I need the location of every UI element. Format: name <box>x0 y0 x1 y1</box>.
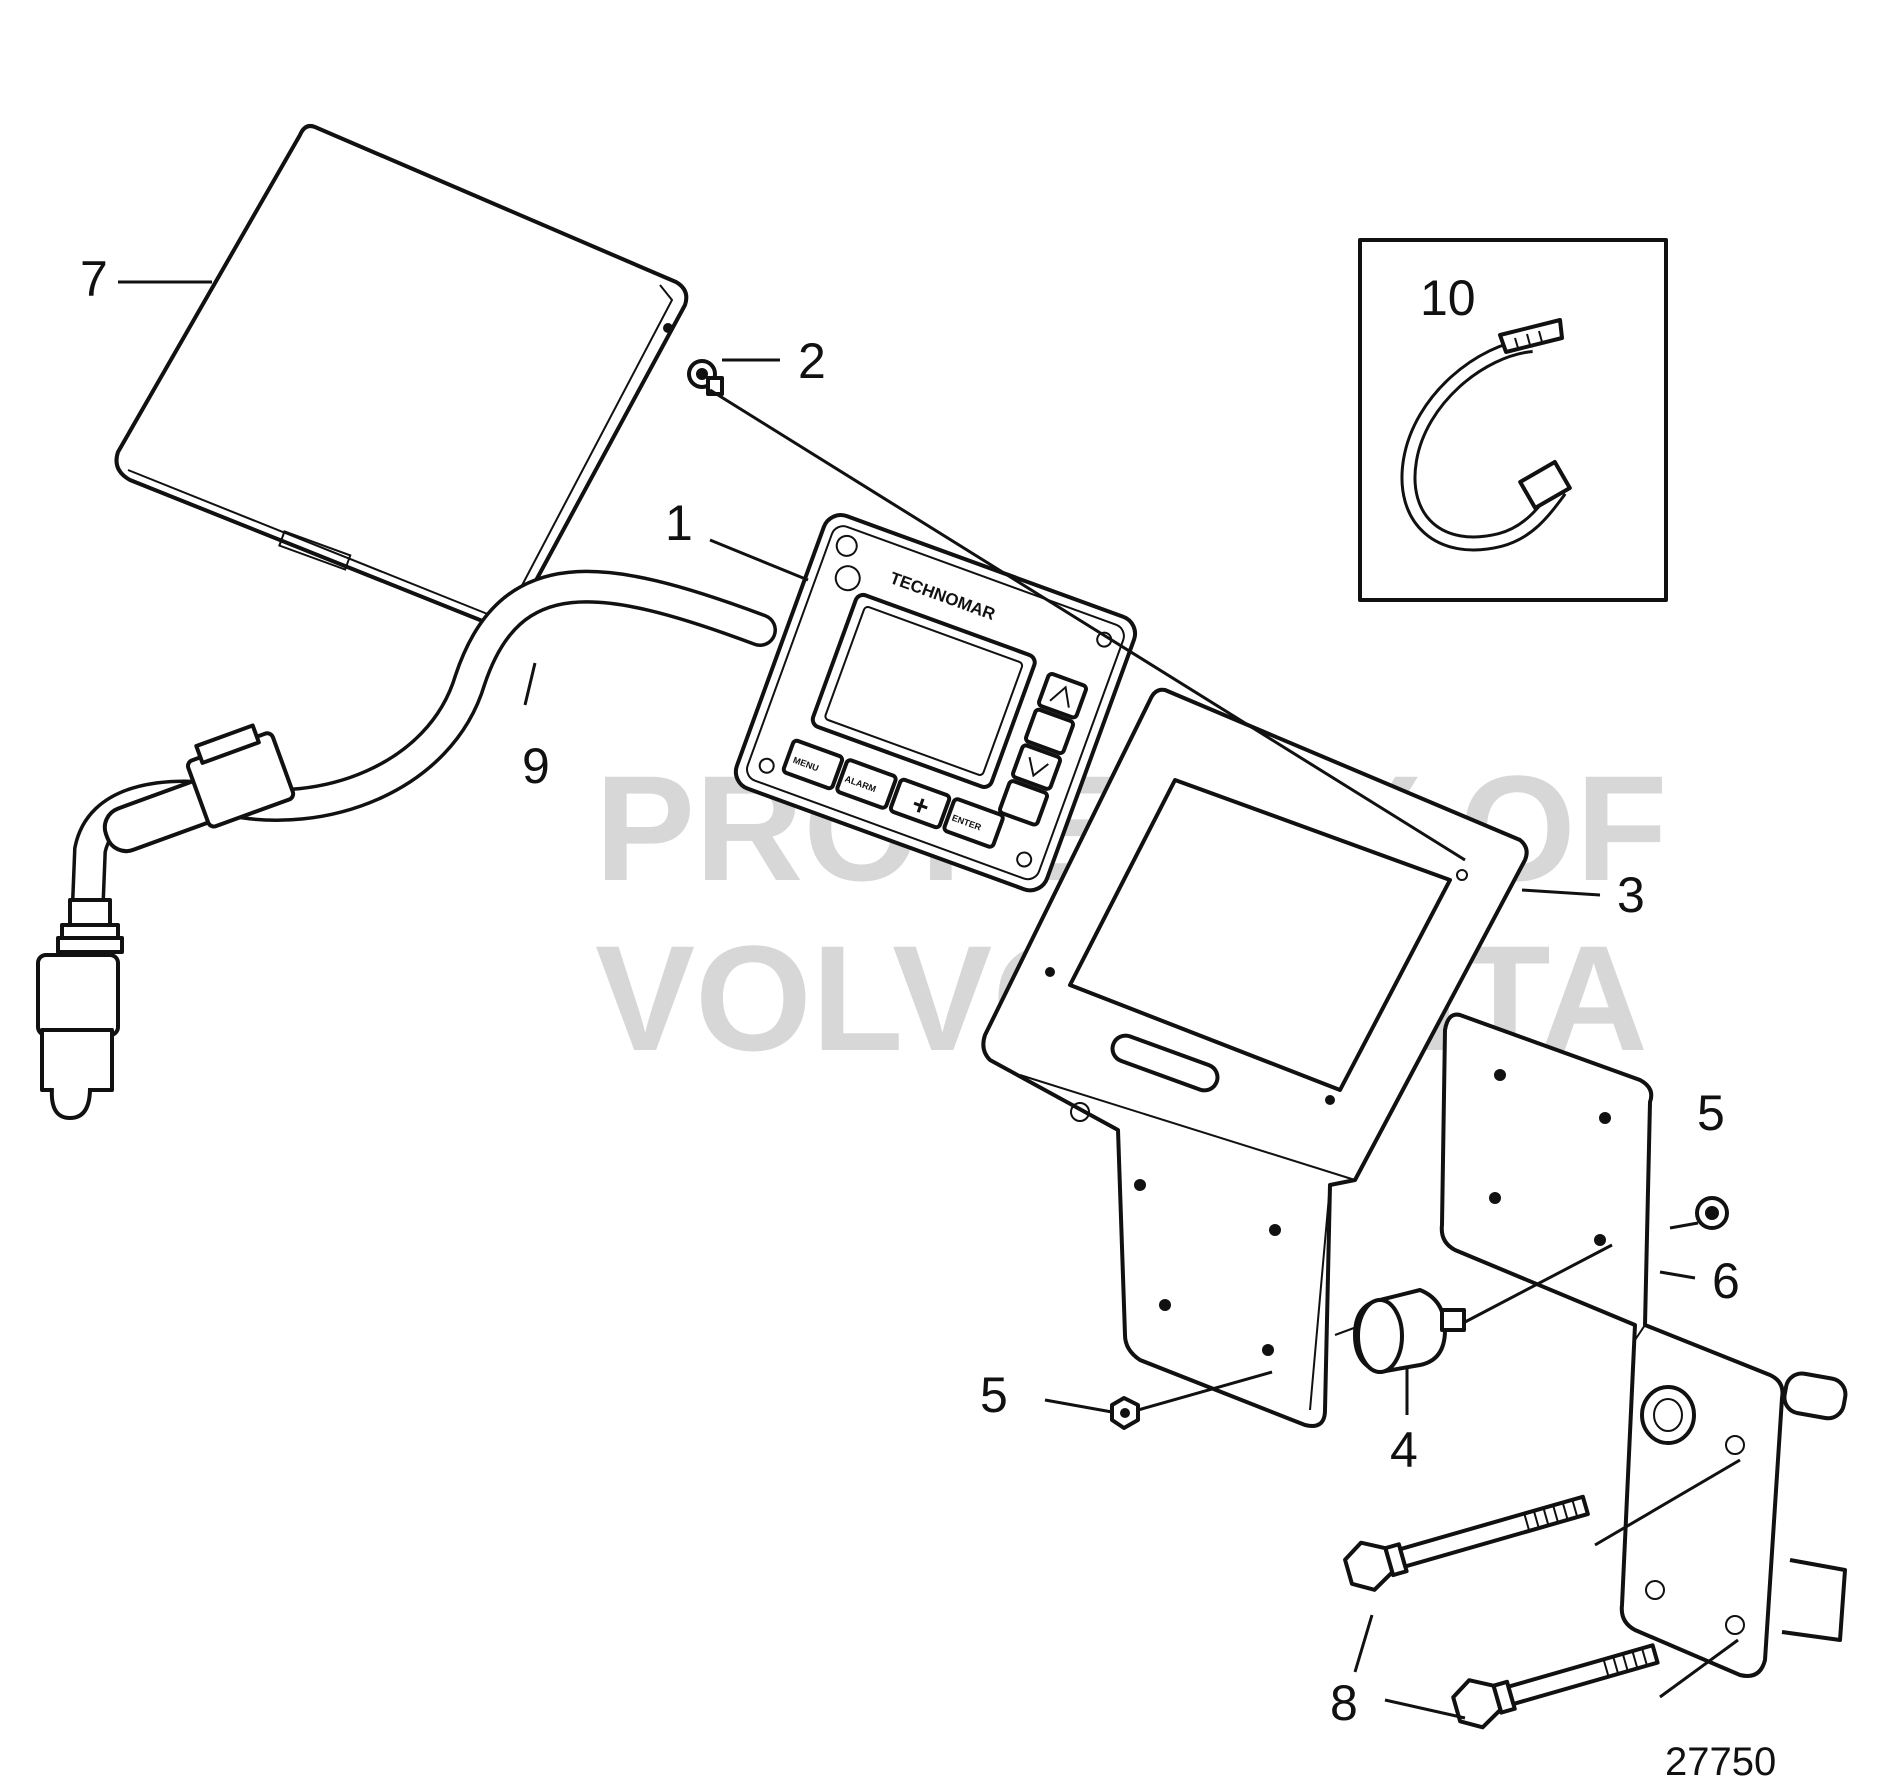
callout-8: 8 <box>1330 1675 1358 1731</box>
document-number: 27750 <box>1665 1740 1776 1784</box>
bolt-part-8-upper <box>1343 1494 1590 1592</box>
callout-6: 6 <box>1712 1253 1740 1309</box>
cable-tie-box-part-10 <box>1358 238 1668 602</box>
screw-part-2 <box>687 359 724 396</box>
callout-7: 7 <box>80 251 108 307</box>
callout-3: 3 <box>1617 867 1645 923</box>
bracket-part-3 <box>981 687 1529 1428</box>
plate-part-6 <box>1439 1012 1848 1678</box>
callout-2: 2 <box>798 333 826 389</box>
nut-part-5-left <box>1110 1396 1140 1430</box>
callout-labels: 7 2 1 9 10 3 5 6 5 4 8 27750 <box>80 251 1776 1784</box>
cover-part-7 <box>114 124 689 626</box>
callout-10: 10 <box>1420 270 1476 326</box>
nut-part-5-right <box>1695 1196 1729 1230</box>
callout-5-left: 5 <box>980 1367 1008 1423</box>
cable-harness-part-9 <box>36 569 777 1120</box>
rubber-mount-part-4 <box>1334 1288 1466 1374</box>
leader-lines <box>118 280 1741 1720</box>
bolt-part-8-lower <box>1451 1643 1660 1730</box>
callout-9: 9 <box>522 738 550 794</box>
callout-5-right: 5 <box>1697 1085 1725 1141</box>
callout-1: 1 <box>665 495 693 551</box>
callout-4: 4 <box>1390 1422 1418 1478</box>
